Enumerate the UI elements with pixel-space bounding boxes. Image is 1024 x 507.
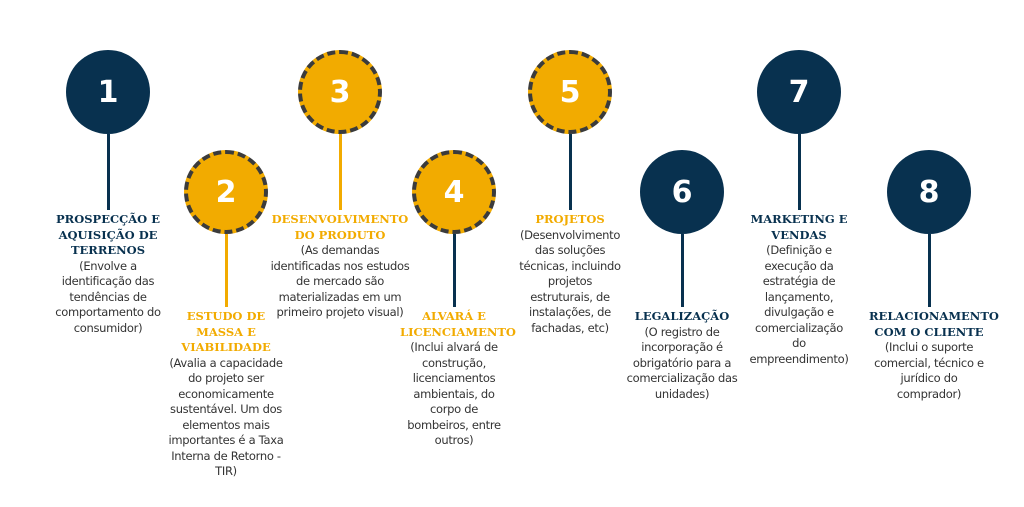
connector-line: [680, 234, 684, 307]
step-number-circle: 1: [66, 50, 150, 134]
step-text: PROSPECÇÃO E AQUISIÇÃO DE TERRENOS(Envol…: [52, 212, 164, 336]
step-description: (Desenvolvimento das soluções técnicas, …: [519, 227, 621, 335]
step-description: (Avalia a capacidade do projeto ser econ…: [168, 355, 284, 479]
step-number-circle: 2: [184, 150, 268, 234]
step-title: ESTUDO DE MASSA E VIABILIDADE: [181, 309, 271, 354]
step-number-circle: 4: [412, 150, 496, 234]
step-text: MARKETING E VENDAS(Definição e execução …: [749, 212, 849, 367]
step-text: RELACIONAMENTO COM O CLIENTE(Inclui o su…: [869, 309, 999, 402]
step-description: (Definição e execução da estratégia de l…: [749, 243, 849, 366]
step-title: RELACIONAMENTO COM O CLIENTE: [869, 309, 999, 339]
step-number-circle: 7: [757, 50, 841, 134]
step-title: DESENVOLVIMENTO DO PRODUTO: [271, 212, 409, 242]
step-title: MARKETING E VENDAS: [750, 212, 848, 242]
step-title: LEGALIZAÇÃO: [634, 309, 730, 323]
step-text: LEGALIZAÇÃO(O registro de incorporação é…: [622, 309, 742, 402]
step-description: (Envolve a identificação das tendências …: [55, 258, 161, 335]
connector-line: [224, 234, 228, 307]
connector-line: [106, 134, 110, 210]
connector-line: [338, 134, 342, 210]
step-description: (O registro de incorporação é obrigatóri…: [626, 324, 738, 401]
step-title: ALVARÁ E LICENCIAMENTO: [400, 309, 516, 339]
connector-line: [568, 134, 572, 210]
step-number-circle: 5: [528, 50, 612, 134]
step-text: DESENVOLVIMENTO DO PRODUTO(As demandas i…: [268, 212, 412, 321]
step-text: ESTUDO DE MASSA E VIABILIDADE(Avalia a c…: [166, 309, 286, 480]
step-title: PROJETOS: [535, 212, 605, 226]
step-number-circle: 8: [887, 150, 971, 234]
step-title: PROSPECÇÃO E AQUISIÇÃO DE TERRENOS: [56, 212, 160, 257]
step-description: (Inclui alvará de construção, licenciame…: [407, 340, 501, 447]
connector-line: [797, 134, 801, 210]
step-description: (Inclui o suporte comercial, técnico e j…: [874, 340, 984, 401]
step-number-circle: 6: [640, 150, 724, 234]
step-description: (As demandas identificadas nos estudos d…: [270, 243, 410, 319]
step-number-circle: 3: [298, 50, 382, 134]
connector-line: [452, 234, 456, 307]
step-text: ALVARÁ E LICENCIAMENTO(Inclui alvará de …: [400, 309, 516, 449]
connector-line: [927, 234, 931, 307]
step-text: PROJETOS(Desenvolvimento das soluções té…: [518, 212, 622, 336]
